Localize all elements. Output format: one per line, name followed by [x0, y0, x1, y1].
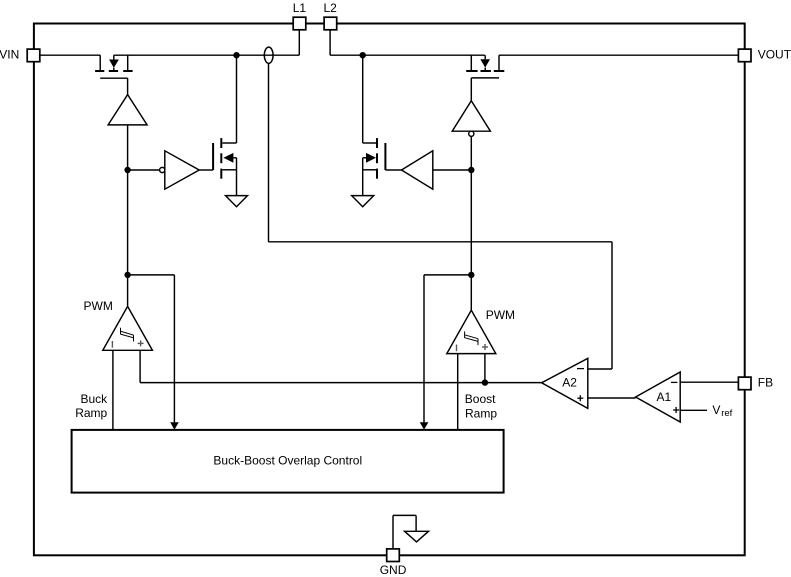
- svg-text:Buck: Buck: [81, 392, 109, 406]
- svg-text:PWM: PWM: [486, 308, 515, 322]
- svg-text:A2: A2: [562, 375, 577, 389]
- svg-text:FB: FB: [758, 376, 773, 390]
- svg-text:PWM: PWM: [84, 299, 113, 313]
- svg-text:V: V: [712, 403, 720, 417]
- svg-text:Boost: Boost: [465, 392, 496, 406]
- svg-text:ref: ref: [721, 408, 732, 419]
- svg-text:VIN: VIN: [0, 48, 19, 62]
- svg-text:GND: GND: [380, 563, 407, 577]
- svg-text:L2: L2: [324, 1, 338, 15]
- svg-text:Ramp: Ramp: [75, 406, 107, 420]
- svg-text:Ramp: Ramp: [465, 406, 497, 420]
- svg-text:VOUT: VOUT: [758, 48, 791, 62]
- svg-text:L1: L1: [293, 1, 307, 15]
- svg-text:Buck-Boost Overlap Control: Buck-Boost Overlap Control: [213, 454, 362, 468]
- svg-text:A1: A1: [657, 390, 672, 404]
